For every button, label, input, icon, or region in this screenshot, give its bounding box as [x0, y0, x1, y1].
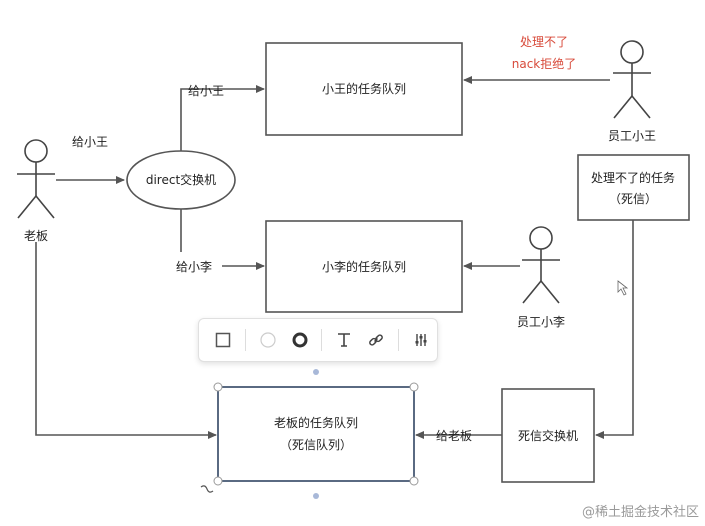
direct-exchange-label: direct交换机 — [146, 172, 216, 187]
resize-handle-top-left[interactable] — [213, 382, 223, 392]
edge-boss-to-boss-queue[interactable] — [35, 242, 217, 439]
text-icon[interactable] — [328, 324, 360, 356]
edge-exchange-to-queue-li-label: 给小李 — [176, 259, 212, 274]
edge-exchange-to-queue-wang[interactable] — [180, 85, 265, 151]
fill-color-icon[interactable] — [252, 324, 284, 356]
worker-wang-label: 员工小王 — [608, 129, 656, 143]
worker-li-label: 员工小李 — [517, 314, 565, 329]
selection-handles[interactable] — [213, 369, 419, 499]
edge-dlx-to-boss-queue-label: 给老板 — [436, 429, 472, 443]
boss-queue-node[interactable] — [217, 386, 415, 482]
adjust-icon[interactable] — [405, 324, 437, 356]
link-icon[interactable] — [360, 324, 392, 356]
edge-boss-to-exchange-label: 给小王 — [72, 135, 108, 149]
reject-note-line2: nack拒绝了 — [512, 56, 577, 71]
dead-letter-exchange-node[interactable] — [501, 388, 595, 483]
worker-li-person-icon[interactable] — [522, 226, 560, 304]
resize-handle-bottom-right[interactable] — [409, 476, 419, 486]
boss-queue-label-line1: 老板的任务队列 — [274, 415, 358, 430]
rectangle-icon[interactable] — [207, 324, 239, 356]
connect-handle-bottom[interactable] — [313, 493, 319, 499]
edge-exchange-to-queue-wang-label: 给小王 — [188, 84, 224, 98]
reject-note-line1: 处理不了 — [520, 35, 568, 49]
dead-letter-exchange-label: 死信交换机 — [518, 428, 578, 443]
dead-tasks-label-line2: （死信） — [609, 192, 657, 206]
resize-handle-bottom-left[interactable] — [213, 476, 223, 486]
queue-li-node[interactable] — [265, 220, 463, 313]
dead-tasks-label-line1: 处理不了的任务 — [591, 170, 675, 185]
watermark: @稀土掘金技术社区 — [581, 505, 699, 520]
floating-toolbar — [198, 318, 438, 362]
resize-handle-top-right[interactable] — [409, 382, 419, 392]
queue-wang-label: 小王的任务队列 — [322, 81, 406, 96]
stroke-color-icon[interactable] — [284, 324, 316, 356]
connect-handle-top[interactable] — [313, 369, 319, 375]
edge-dead-tasks-to-dlx[interactable] — [595, 220, 634, 439]
mouse-cursor-icon — [617, 280, 629, 296]
dead-tasks-node[interactable] — [577, 154, 690, 221]
boss-label: 老板 — [24, 229, 48, 243]
boss-person-icon[interactable] — [17, 139, 55, 219]
queue-wang-node[interactable] — [265, 42, 463, 136]
rotate-cursor-icon — [200, 485, 214, 493]
boss-queue-label-line2: （死信队列） — [280, 437, 352, 452]
worker-wang-person-icon[interactable] — [613, 40, 651, 119]
queue-li-label: 小李的任务队列 — [322, 259, 406, 274]
